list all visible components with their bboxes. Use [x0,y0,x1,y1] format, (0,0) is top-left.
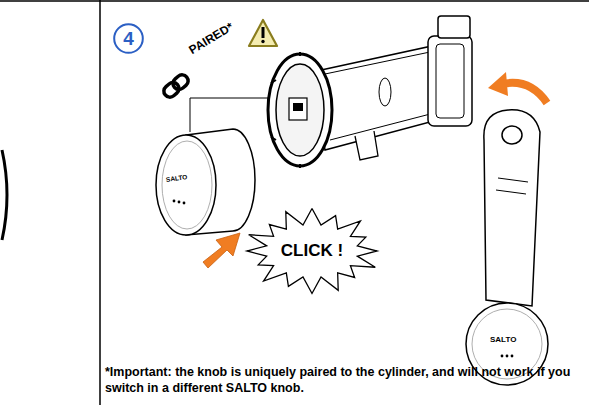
frame-line [0,0,589,2]
warning-symbol [249,20,277,46]
rotate-arrow [488,72,547,103]
starburst-outline [247,209,377,294]
brand-mark: SALTO [490,335,516,344]
click-burst: CLICK ! [242,207,382,295]
cylinder [268,16,472,168]
step-number: 4 [113,23,144,54]
circle-outline [114,24,143,53]
key-tool [466,110,548,385]
footnote: *Important: the knob is uniquely paired … [105,364,585,397]
node-text: CLICK ! [281,241,343,261]
node-text: 4 [123,28,134,50]
link-icon [161,72,190,99]
edge-fragment [2,150,7,240]
push-arrow [203,233,240,268]
knob [156,129,255,235]
frame-line [99,0,101,405]
pairing-label: PAIRED* [186,20,235,57]
